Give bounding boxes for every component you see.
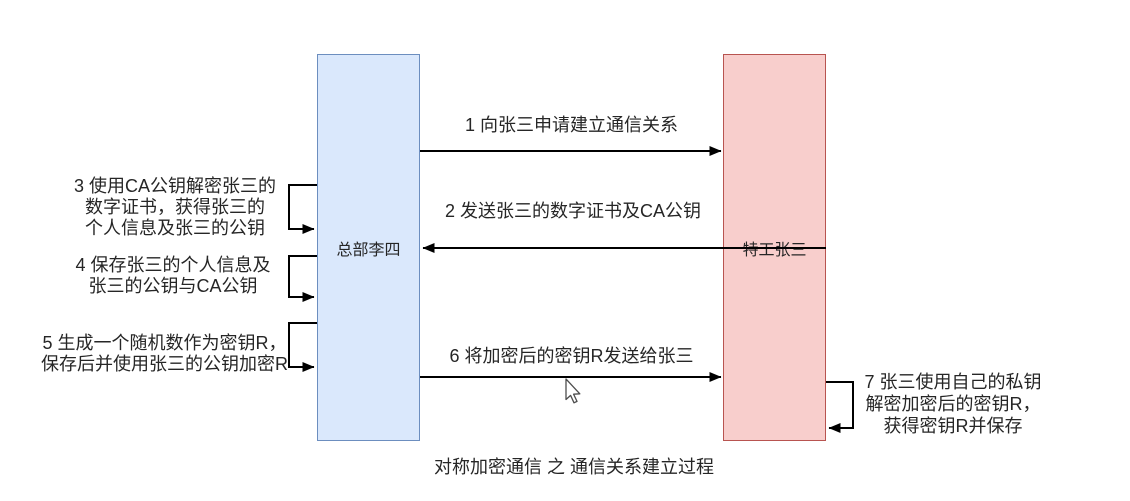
self-step-label-7: 7 张三使用自己的私钥 解密加密后的密钥R， 获得密钥R并保存 xyxy=(864,372,1042,436)
message-label-6: 6 将加密后的密钥R发送给张三 xyxy=(449,346,694,366)
self-loop-step5 xyxy=(288,322,317,372)
self-loop-step4 xyxy=(288,255,317,302)
self-loop-step3 xyxy=(288,184,317,234)
message-label-2: 2 发送张三的数字证书及CA公钥 xyxy=(444,201,701,221)
self-step-label-4: 4 保存张三的个人信息及 张三的公钥与CA公钥 xyxy=(75,255,271,296)
mouse-cursor-icon xyxy=(565,378,581,404)
self-step-label-3: 3 使用CA公钥解密张三的 数字证书，获得张三的 个人信息及张三的公钥 xyxy=(73,176,277,238)
actor-box-headquarters-lisi: 总部李四 xyxy=(317,54,420,441)
self-step-label-5: 5 生成一个随机数作为密钥R， 保存后并使用张三的公钥加密R xyxy=(41,333,288,374)
actor-label-lisi: 总部李四 xyxy=(336,241,401,259)
self-loop-step7 xyxy=(826,381,854,433)
actor-label-zhangsan: 特工张三 xyxy=(742,241,807,259)
message-label-1: 1 向张三申请建立通信关系 xyxy=(464,115,678,135)
diagram-title: 对称加密通信 之 通信关系建立过程 xyxy=(433,457,714,477)
